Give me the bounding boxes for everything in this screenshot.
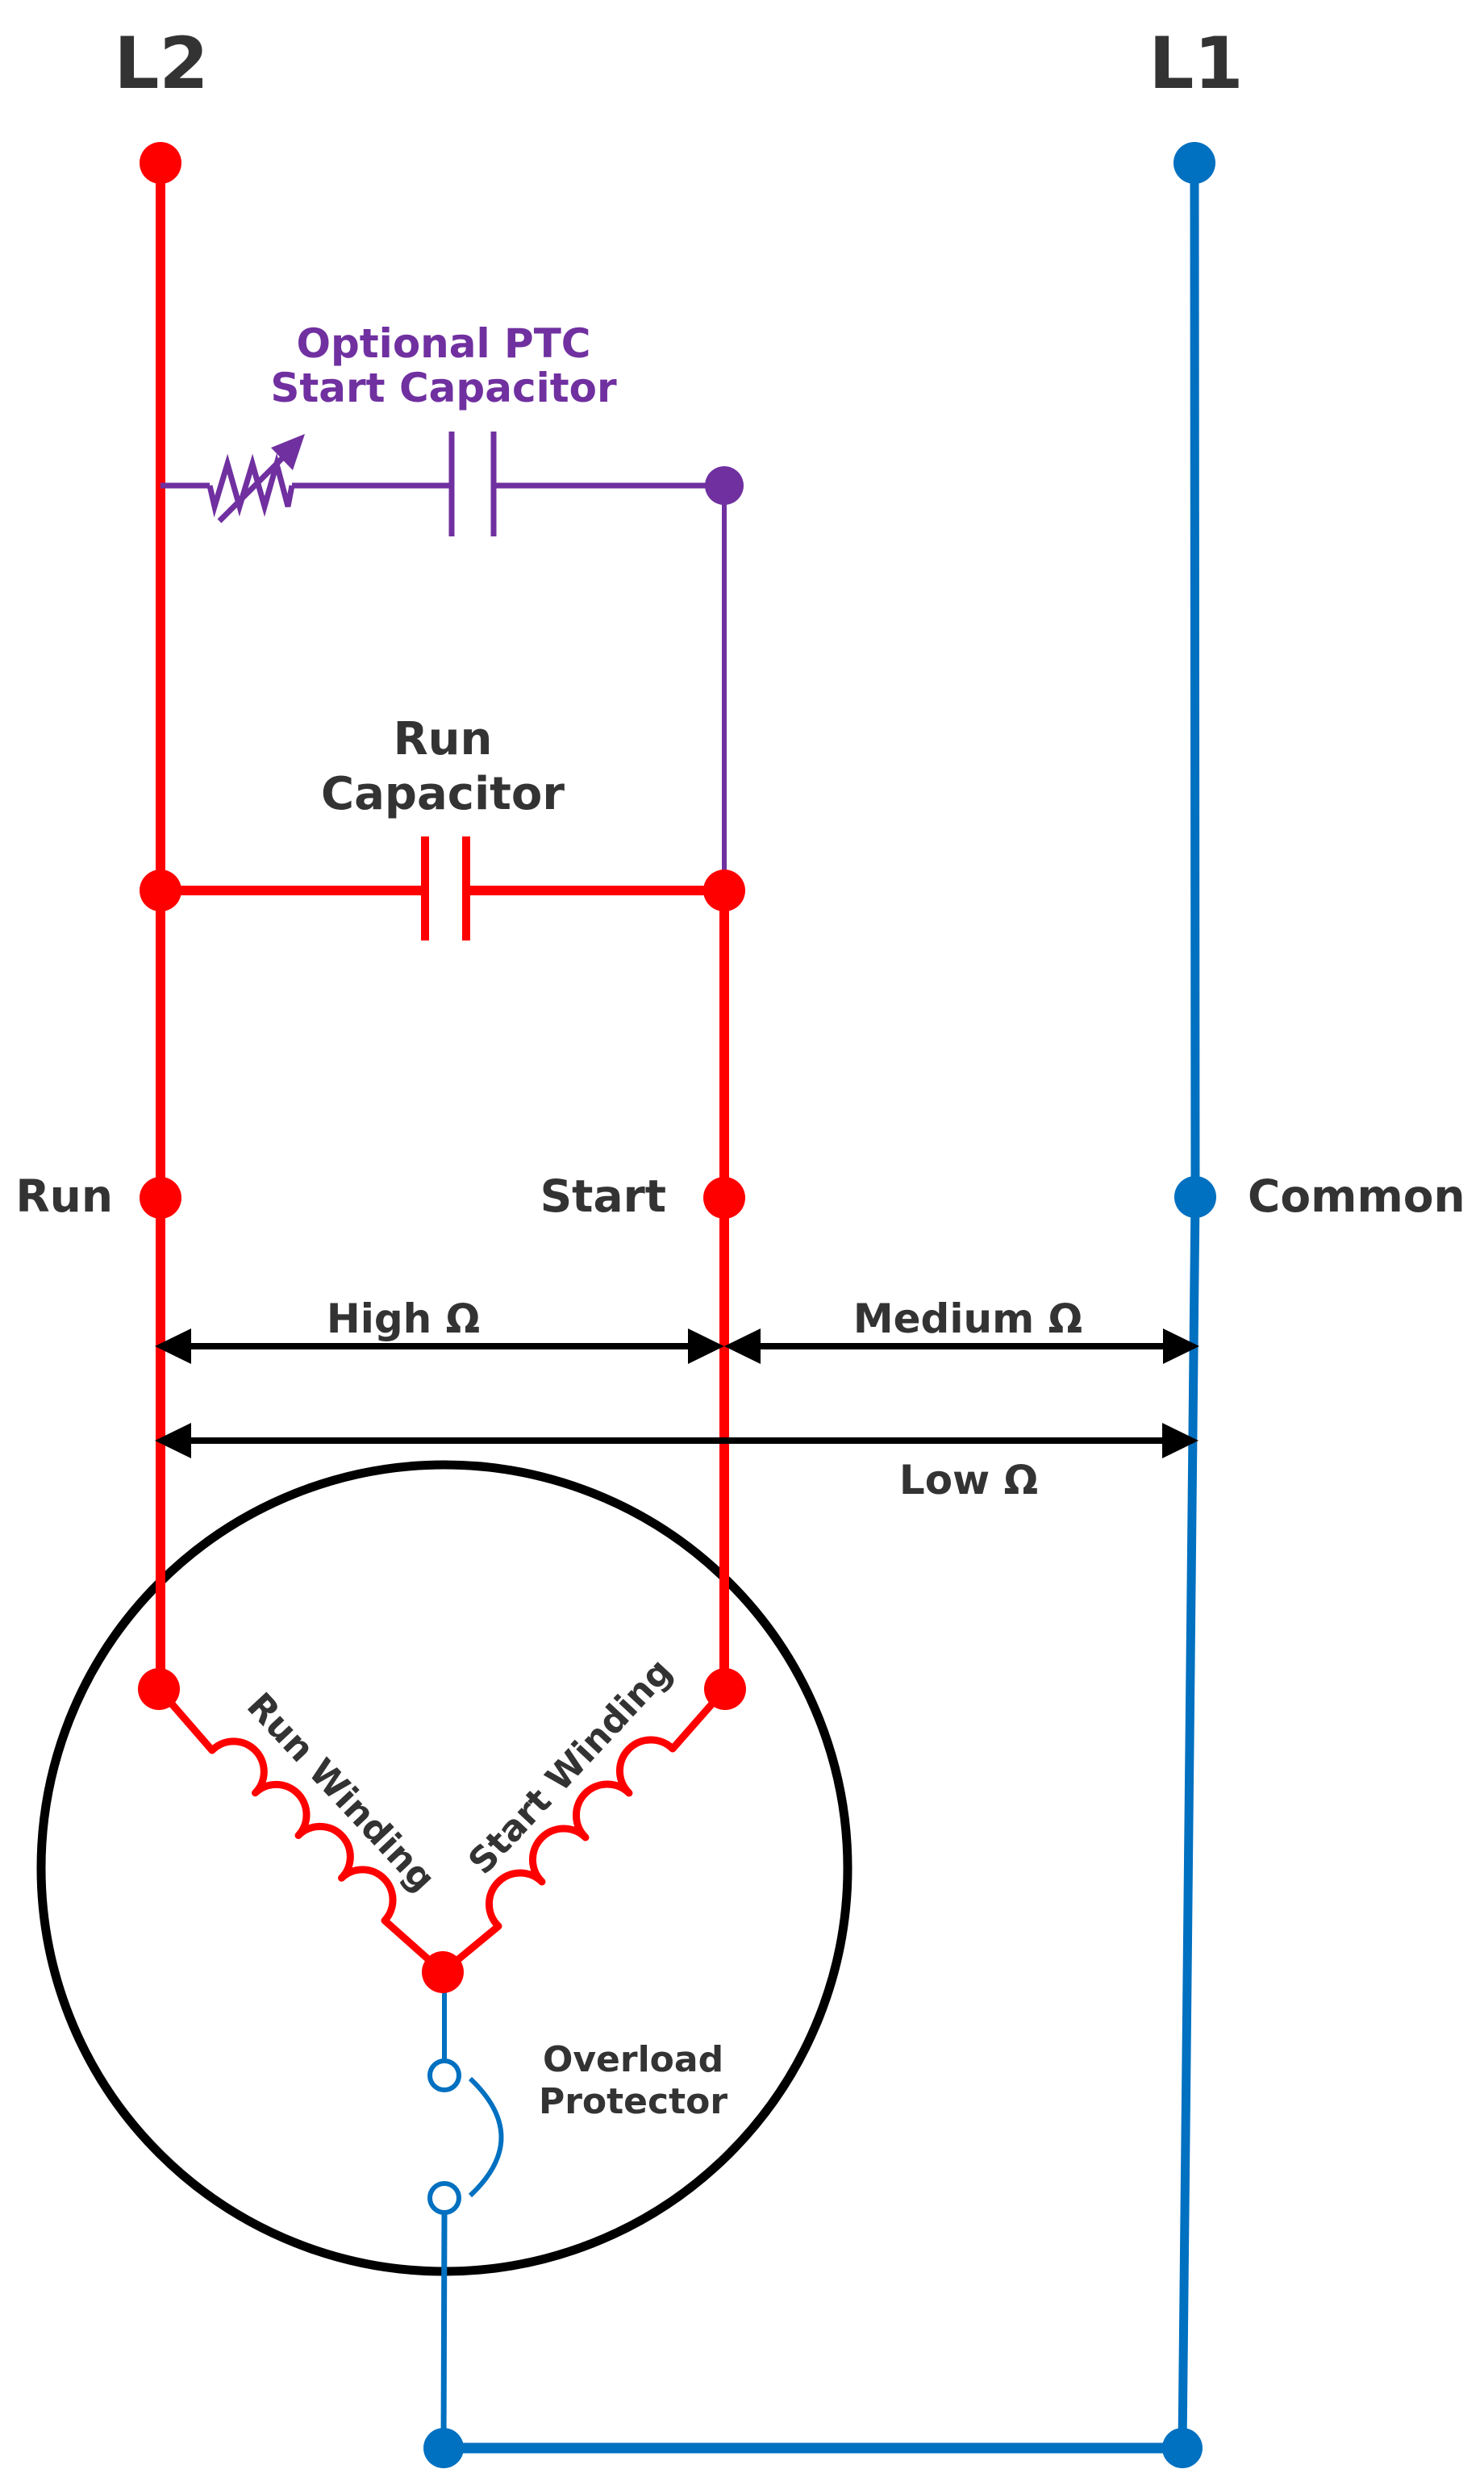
labels: L2 L1 Optional PTC Start Capacitor Run C…	[15, 22, 1465, 2122]
ptc-thermistor-zigzag	[206, 453, 295, 518]
ptc-label-line2: Start Capacitor	[270, 365, 617, 411]
overload-bimetal-switch	[468, 2076, 504, 2198]
start-terminal-dot	[703, 1177, 745, 1219]
winding-junction-dot	[422, 1951, 464, 1993]
l1-label: L1	[1148, 22, 1243, 105]
medium-ohm-label: Medium Ω	[853, 1295, 1082, 1342]
run-winding-label: Run Winding	[239, 1685, 443, 1900]
high-ohm-arrow-right-arrowhead-icon	[688, 1328, 724, 1364]
overload-label-line1: Overload	[543, 2039, 723, 2080]
bottom-right-dot	[1162, 2428, 1203, 2468]
low-ohm-arrow-left-arrowhead-icon	[155, 1423, 191, 1458]
run-cap-label-line1: Run	[394, 713, 493, 765]
start-winding-label: Start Winding	[461, 1651, 680, 1883]
low-ohm-arrow-right-arrowhead-icon	[1162, 1423, 1198, 1458]
common-line-wire	[1178, 162, 1200, 2449]
run-terminal-label: Run	[15, 1170, 113, 1222]
run-terminal-dot	[140, 1177, 181, 1219]
l2-terminal-dot	[140, 142, 181, 184]
ptc-variable-arrowhead-icon	[271, 434, 305, 470]
run-cap-label-line2: Capacitor	[321, 768, 565, 820]
l2-circuit	[156, 163, 729, 1975]
run-cap-left-dot	[140, 870, 181, 911]
l1-terminal-dot	[1173, 142, 1215, 184]
start-winding-dot	[704, 1668, 746, 1710]
ptc-branch	[160, 432, 727, 890]
bottom-left-dot	[423, 2428, 464, 2468]
overload-label-line2: Protector	[539, 2081, 727, 2122]
run-winding-coil	[156, 1687, 445, 1975]
resistance-arrows	[155, 1328, 1199, 1458]
common-terminal-dot	[1174, 1176, 1216, 1218]
l2-label: L2	[114, 22, 208, 105]
high-ohm-label: High Ω	[327, 1295, 480, 1342]
run-cap-right-dot	[703, 870, 745, 911]
medium-ohm-arrow-right-arrowhead-icon	[1163, 1328, 1199, 1364]
overload-contact-top	[427, 2058, 461, 2092]
ptc-variable-arrow-shaft	[217, 448, 293, 523]
run-winding-dot	[138, 1668, 180, 1710]
common-terminal-label: Common	[1248, 1170, 1465, 1222]
ptc-label-line1: Optional PTC	[296, 320, 590, 367]
ptc-junction-dot	[705, 466, 744, 505]
overload-contact-bottom	[427, 2181, 461, 2215]
terminal-dots	[138, 142, 1216, 2468]
low-ohm-label: Low Ω	[899, 1457, 1038, 1504]
medium-ohm-arrow-left-arrowhead-icon	[724, 1328, 761, 1364]
high-ohm-arrow-left-arrowhead-icon	[155, 1328, 191, 1364]
start-winding-coil	[440, 1687, 728, 1975]
start-terminal-label: Start	[540, 1170, 666, 1222]
